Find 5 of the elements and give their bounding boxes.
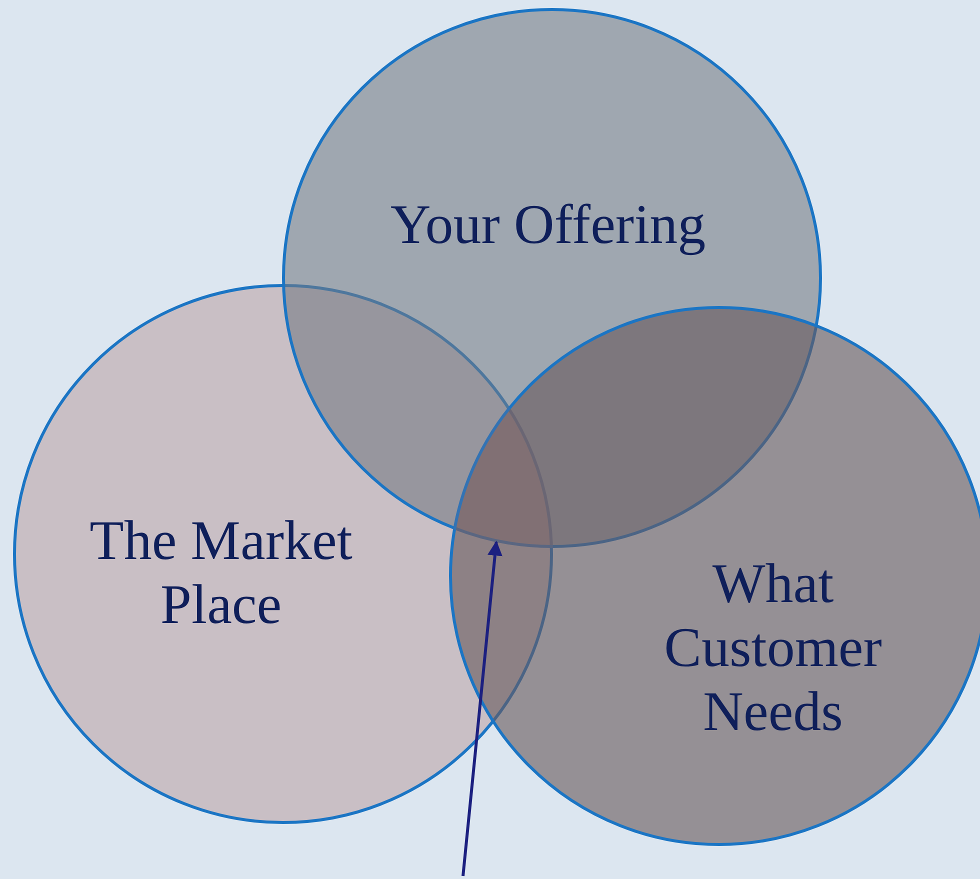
arrow xyxy=(462,540,502,876)
circle-label: Your Offering xyxy=(389,193,707,257)
circle-label: The Market Place xyxy=(88,509,354,637)
circle-label: What Customer Needs xyxy=(663,552,883,744)
overlap-region xyxy=(453,406,553,548)
